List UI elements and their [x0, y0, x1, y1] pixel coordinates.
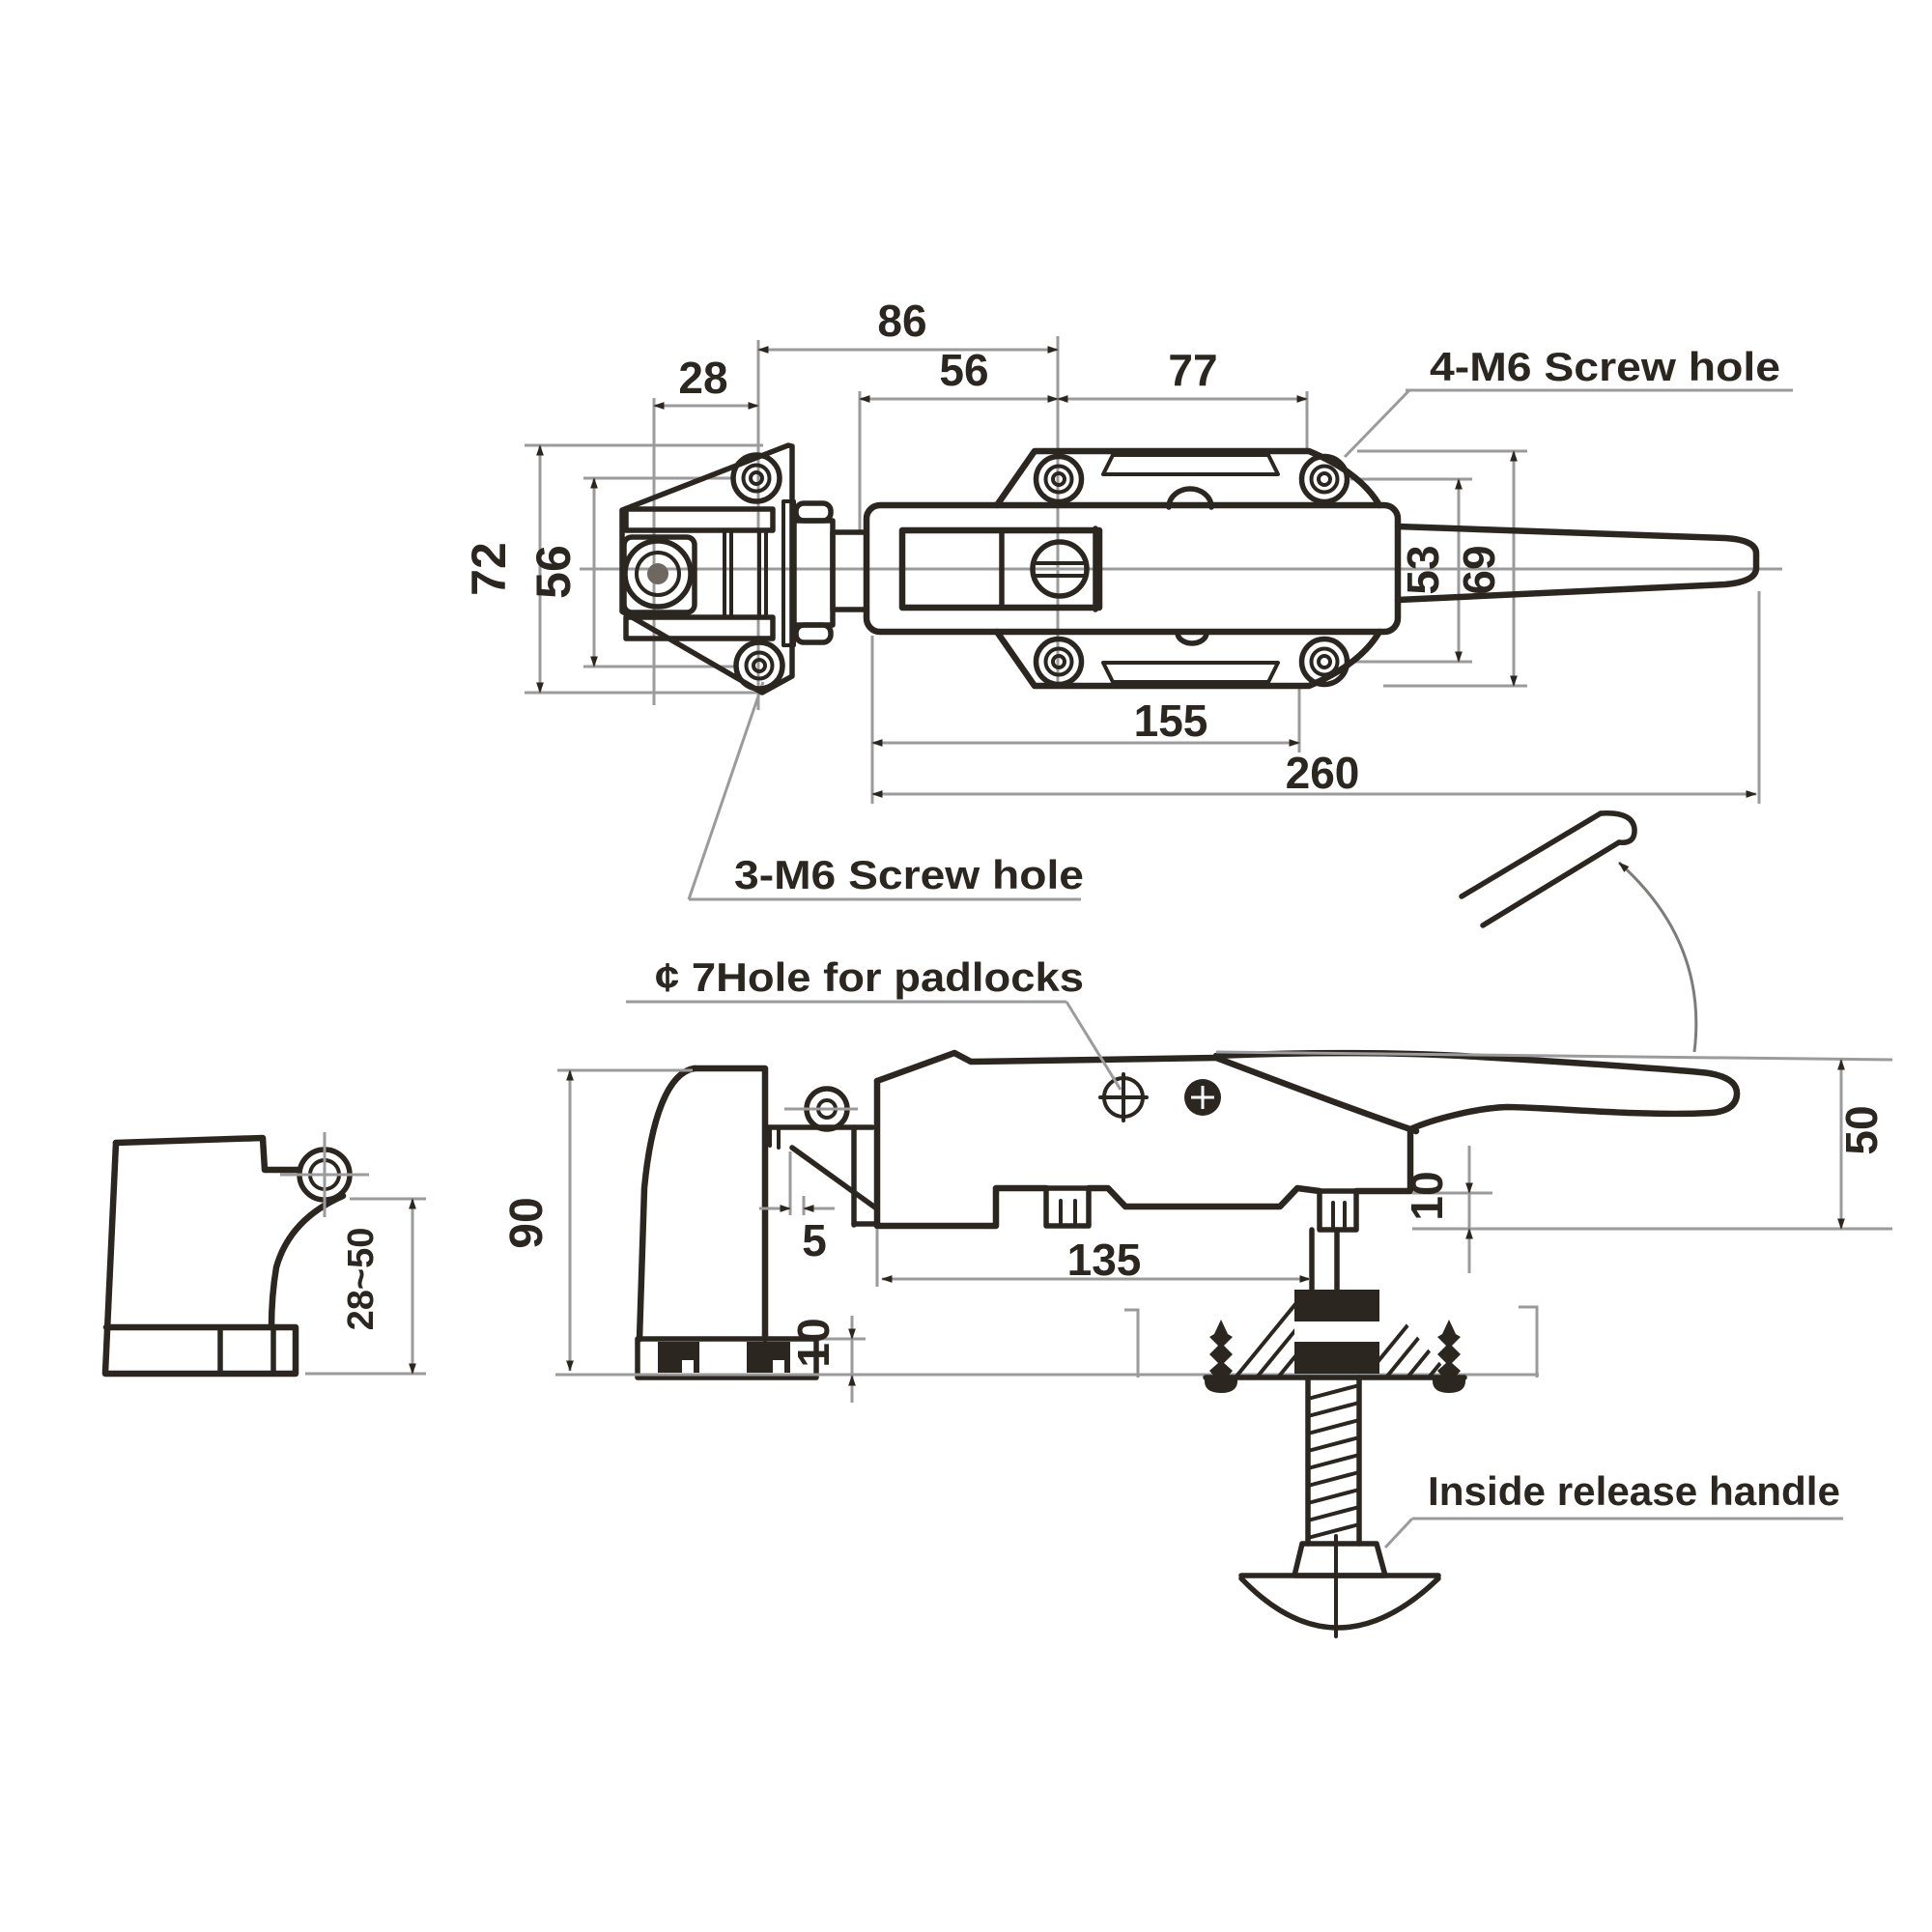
svg-text:135: 135 — [1067, 1235, 1142, 1285]
svg-text:28: 28 — [678, 353, 727, 403]
svg-text:5: 5 — [802, 1215, 827, 1265]
svg-text:¢ 7Hole for padlocks: ¢ 7Hole for padlocks — [655, 954, 1084, 1000]
svg-text:53: 53 — [1398, 545, 1448, 594]
svg-text:50: 50 — [1836, 1105, 1887, 1154]
svg-text:56: 56 — [939, 345, 988, 395]
svg-text:10: 10 — [788, 1318, 838, 1367]
svg-text:4-M6 Screw hole: 4-M6 Screw hole — [1430, 344, 1780, 389]
svg-text:10: 10 — [1402, 1171, 1452, 1220]
svg-text:260: 260 — [1286, 748, 1360, 798]
svg-text:77: 77 — [1168, 345, 1217, 395]
svg-text:86: 86 — [877, 296, 926, 346]
svg-text:28~50: 28~50 — [341, 1228, 382, 1331]
svg-text:72: 72 — [462, 542, 516, 596]
svg-text:69: 69 — [1454, 545, 1504, 594]
svg-text:56: 56 — [526, 545, 581, 599]
svg-text:155: 155 — [1134, 696, 1208, 746]
svg-text:90: 90 — [501, 1197, 553, 1248]
svg-text:Inside release handle: Inside release handle — [1428, 1468, 1840, 1514]
svg-text:3-M6 Screw hole: 3-M6 Screw hole — [734, 852, 1084, 897]
